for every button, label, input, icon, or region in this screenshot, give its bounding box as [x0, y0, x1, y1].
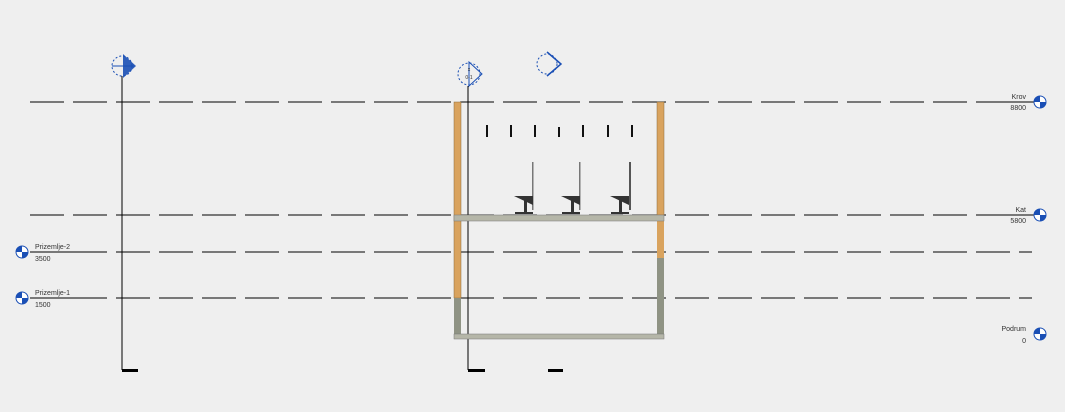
level-head-prizemlje-1[interactable]: Prizemlje-1 1500 — [15, 290, 75, 309]
level-marker-icon — [15, 291, 29, 305]
grid-label-bottom: 0-1 — [465, 75, 472, 81]
slab-kat[interactable] — [453, 214, 665, 222]
seat[interactable] — [561, 162, 581, 214]
slab-podrum[interactable] — [453, 333, 665, 340]
level-elevation: 0 — [1022, 338, 1026, 345]
grid-end-section — [548, 369, 563, 372]
level-marker-icon — [1033, 327, 1047, 341]
level-head-kat[interactable]: Kat 5800 — [1010, 207, 1047, 225]
level-elevation: 8800 — [1010, 105, 1026, 112]
level-marker-icon — [15, 245, 29, 259]
level-name: Prizemlje-2 — [35, 244, 70, 251]
seats — [514, 162, 631, 214]
level-head-krov[interactable]: Krov 8800 — [1010, 94, 1047, 112]
level-name: Krov — [1012, 94, 1027, 101]
seat[interactable] — [514, 162, 534, 214]
wall-left-finish[interactable] — [453, 101, 462, 299]
ceiling-elements — [486, 125, 633, 137]
grid-label-top: x — [468, 67, 471, 73]
grid-head-left[interactable] — [111, 54, 136, 78]
wall-left-core[interactable] — [454, 298, 461, 336]
seat[interactable] — [610, 162, 631, 214]
level-marker-icon — [1033, 95, 1047, 109]
wall-right-core[interactable] — [657, 258, 664, 336]
level-head-prizemlje-2[interactable]: Prizemlje-2 3500 — [15, 244, 75, 263]
level-head-podrum[interactable]: Podrum 0 — [1001, 326, 1047, 345]
level-elevation: 5800 — [1010, 218, 1026, 225]
level-name: Podrum — [1001, 326, 1026, 333]
section-head[interactable] — [536, 51, 563, 77]
grid-head-middle[interactable]: x 0-1 — [457, 60, 483, 88]
level-name: Kat — [1015, 207, 1026, 214]
level-elevation: 3500 — [35, 256, 51, 263]
level-marker-icon — [1033, 208, 1047, 222]
level-elevation: 1500 — [35, 302, 51, 309]
grid-end-left — [122, 369, 138, 372]
level-name: Prizemlje-1 — [35, 290, 70, 297]
wall-right-finish-upper[interactable] — [656, 101, 665, 216]
wall-right-finish-lower[interactable] — [657, 221, 664, 258]
grid-end-middle — [468, 369, 485, 372]
